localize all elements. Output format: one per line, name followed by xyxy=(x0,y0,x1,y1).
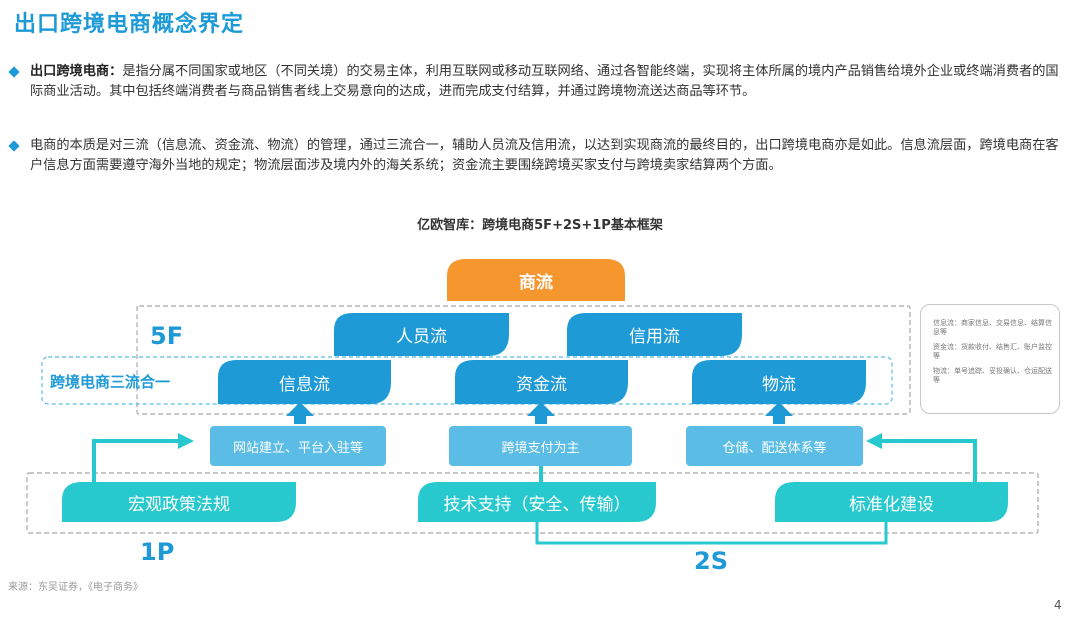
connector-left xyxy=(92,439,180,482)
bracket-2s xyxy=(535,522,888,545)
bullet-term: 出口跨境电商： xyxy=(30,64,123,79)
label-three-flows: 跨境电商三流合一 xyxy=(50,373,171,391)
page-number: 4 xyxy=(1054,598,1062,612)
bullet-text: 是指分属不同国家或地区（不同关境）的交易主体，利用互联网或移动互联网络、通过各智… xyxy=(30,64,1059,99)
node-personnel-flow: 人员流 xyxy=(396,327,447,347)
node-information-flow-shape xyxy=(218,360,391,404)
node-capital-flow: 资金流 xyxy=(516,374,567,395)
arrow-up-icon xyxy=(286,402,314,424)
arrow-up-icon xyxy=(527,402,555,424)
label-5f: 5F xyxy=(150,322,184,350)
box-base-dashed xyxy=(26,472,1039,534)
box-5f-dashed xyxy=(136,305,911,415)
legend-item-capital: 资金流：货款收付、结售汇、账户监控等 xyxy=(933,343,1052,360)
source-note: 来源：东吴证券，《电子商务》 xyxy=(8,582,143,593)
node-policy: 宏观政策法规 xyxy=(128,494,230,515)
page-title: 出口跨境电商概念界定 xyxy=(14,12,245,37)
arrow-up-icon xyxy=(765,402,793,424)
node-credit-flow: 信用流 xyxy=(629,327,680,347)
legend-item-logistics: 物流：单号追踪、妥投确认、仓运配送等 xyxy=(933,367,1052,384)
node-payment-shape xyxy=(449,426,632,466)
node-technology-shape xyxy=(418,482,656,522)
arrow-left-icon xyxy=(866,433,882,449)
node-technology: 技术支持（安全、传输） xyxy=(443,494,631,515)
bullet-text: 电商的本质是对三流（信息流、资金流、物流）的管理，通过三流合一，辅助人员流及信用… xyxy=(30,138,1059,173)
node-website-shape xyxy=(210,426,386,466)
node-website: 网站建立、平台入驻等 xyxy=(232,440,363,456)
node-warehouse-shape xyxy=(686,426,863,466)
node-commerce-flow: 商流 xyxy=(519,272,553,293)
node-policy-shape xyxy=(62,482,296,522)
label-2s: 2S xyxy=(694,547,728,575)
node-personnel-flow-shape xyxy=(334,313,509,356)
diagram-title: 亿欧智库：跨境电商5F+2S+1P基本框架 xyxy=(417,218,663,233)
node-standardization: 标准化建设 xyxy=(849,494,934,515)
node-standardization-shape xyxy=(775,482,1008,522)
connector-right xyxy=(880,439,977,482)
node-credit-flow-shape xyxy=(567,313,742,356)
arrow-right-icon xyxy=(178,433,194,449)
bullet-essence: 电商的本质是对三流（信息流、资金流、物流）的管理，通过三流合一，辅助人员流及信用… xyxy=(8,136,1060,176)
bullet-definition: 出口跨境电商：是指分属不同国家或地区（不同关境）的交易主体，利用互联网或移动互联… xyxy=(8,62,1060,102)
label-1p: 1P xyxy=(140,538,175,566)
node-logistics-flow: 物流 xyxy=(762,374,796,395)
node-logistics-flow-shape xyxy=(692,360,866,404)
legend-box: 信息流：商家信息、交易信息、结算信息等 资金流：货款收付、结售汇、账户监控等 物… xyxy=(920,304,1060,414)
legend-item-information: 信息流：商家信息、交易信息、结算信息等 xyxy=(933,319,1052,336)
node-commerce-flow-shape xyxy=(447,259,625,301)
node-capital-flow-shape xyxy=(455,360,628,404)
node-payment: 跨境支付为主 xyxy=(501,440,580,456)
node-information-flow: 信息流 xyxy=(279,374,330,395)
node-warehouse: 仓储、配送体系等 xyxy=(722,440,827,456)
